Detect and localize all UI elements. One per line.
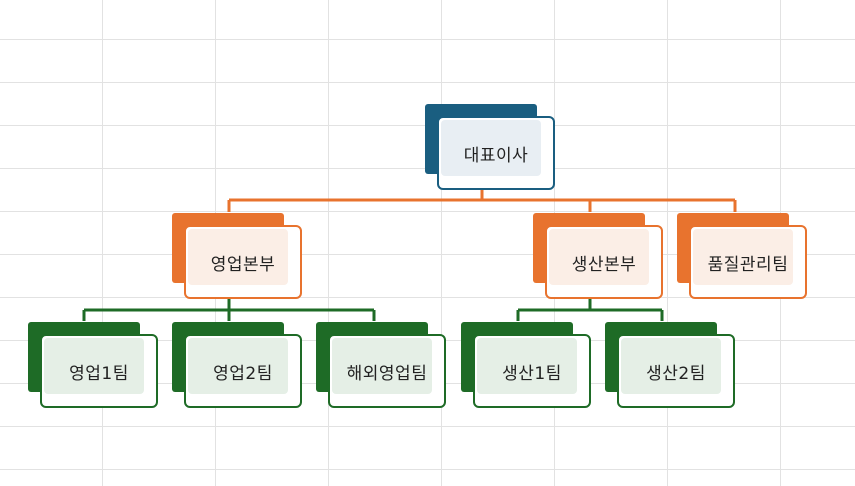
node-sales-team-1[interactable]: 영업1팀 (28, 322, 158, 408)
node-sales-division[interactable]: 영업본부 (172, 213, 302, 299)
node-card (40, 334, 158, 408)
node-label-production-team-2: 생산2팀 (646, 363, 706, 384)
node-card (689, 225, 807, 299)
node-card (545, 225, 663, 299)
node-label-production-team-1: 생산1팀 (502, 363, 562, 384)
node-production-division[interactable]: 생산본부 (533, 213, 663, 299)
node-sales-team-2[interactable]: 영업2팀 (172, 322, 302, 408)
node-overseas-sales-team[interactable]: 해외영업팀 (316, 322, 446, 408)
node-card (328, 334, 446, 408)
node-label-production-division: 생산본부 (571, 254, 637, 275)
node-card (617, 334, 735, 408)
node-card (473, 334, 591, 408)
node-card (184, 225, 302, 299)
node-label-sales-team-1: 영업1팀 (69, 363, 129, 384)
node-label-sales-team-2: 영업2팀 (213, 363, 273, 384)
node-quality-team[interactable]: 품질관리팀 (677, 213, 807, 299)
node-production-team-2[interactable]: 생산2팀 (605, 322, 735, 408)
node-ceo[interactable]: 대표이사 (425, 104, 555, 190)
node-label-ceo: 대표이사 (463, 145, 529, 166)
node-label-sales-division: 영업본부 (210, 254, 276, 275)
node-label-quality-team: 품질관리팀 (707, 254, 789, 275)
node-label-overseas-sales-team: 해외영업팀 (346, 363, 428, 384)
node-card (437, 116, 555, 190)
node-production-team-1[interactable]: 생산1팀 (461, 322, 591, 408)
node-card (184, 334, 302, 408)
